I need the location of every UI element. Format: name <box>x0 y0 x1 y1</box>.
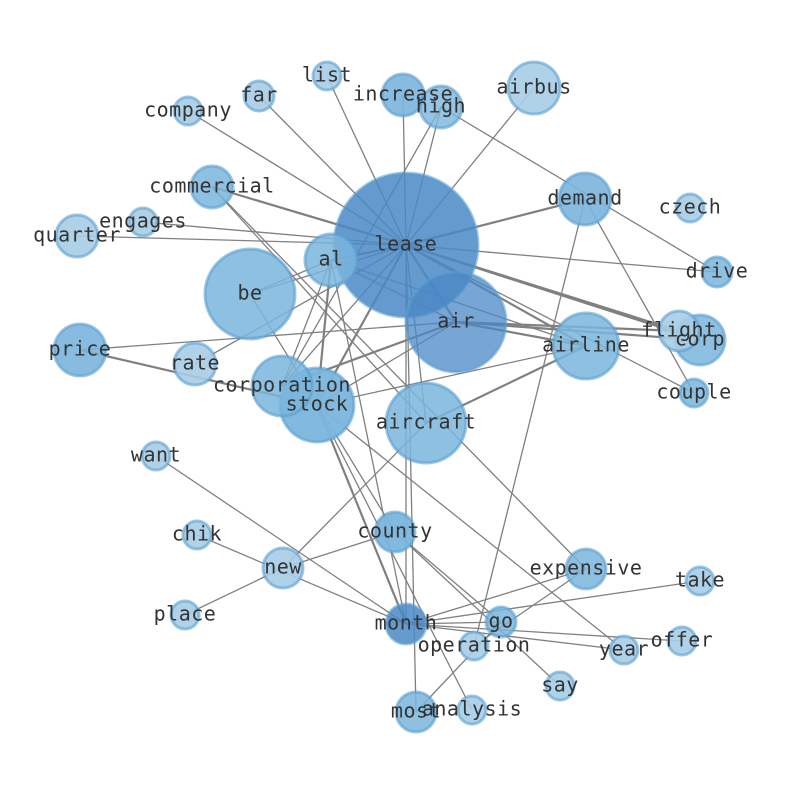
node-most <box>394 690 438 734</box>
node-label-increase: increase <box>353 82 453 106</box>
edge-county-go <box>394 531 502 623</box>
node-label-al: al <box>318 247 343 271</box>
node-engages <box>127 206 159 238</box>
node-label-aircraft: aircraft <box>376 410 476 434</box>
node-high <box>418 84 464 130</box>
node-air <box>404 270 508 374</box>
node-label-price: price <box>49 337 112 361</box>
edge-county-say <box>394 531 561 687</box>
node-chik <box>181 519 213 551</box>
edge-chik-month <box>196 534 407 625</box>
node-label-say: say <box>541 673 579 697</box>
node-label-high: high <box>416 94 466 118</box>
node-flight <box>657 309 701 353</box>
node-label-most: most <box>391 699 441 723</box>
node-label-place: place <box>154 602 217 626</box>
node-say <box>544 670 576 702</box>
node-price <box>52 322 108 378</box>
edge-stock-analysis <box>316 404 473 711</box>
node-couple <box>678 377 710 409</box>
node-offer <box>666 625 698 657</box>
node-commercial <box>189 164 235 210</box>
edge-month-offer <box>405 623 683 642</box>
node-month <box>384 602 428 646</box>
node-airline <box>551 311 621 381</box>
node-label-go: go <box>488 609 513 633</box>
node-go <box>484 605 518 639</box>
edge-month-expensive <box>405 568 587 625</box>
node-label-demand: demand <box>547 186 622 210</box>
node-al <box>303 232 359 288</box>
edge-month-year <box>405 623 625 651</box>
node-label-chik: chik <box>172 522 222 546</box>
node-drive <box>700 255 734 289</box>
node-label-air: air <box>437 309 475 333</box>
edge-demand-couple <box>584 198 695 394</box>
node-label-rate: rate <box>170 351 220 375</box>
node-label-quarter: quarter <box>33 223 121 247</box>
node-new <box>261 546 305 590</box>
node-label-list: list <box>302 63 352 87</box>
edge-commercial-expensive <box>211 186 587 570</box>
node-label-airbus: airbus <box>496 75 571 99</box>
node-far <box>242 79 276 113</box>
node-airbus <box>506 60 562 116</box>
edge-want-month <box>155 455 407 625</box>
node-label-commercial: commercial <box>149 174 274 198</box>
node-place <box>169 599 201 631</box>
node-rate <box>172 341 218 387</box>
node-label-couple: couple <box>656 380 731 404</box>
node-year <box>608 634 640 666</box>
node-corporation <box>250 354 314 418</box>
node-label-corporation: corporation <box>213 373 351 397</box>
edge-commercial-aircraft <box>211 186 427 424</box>
node-be <box>203 247 297 341</box>
node-label-drive: drive <box>686 259 749 283</box>
node-demand <box>557 171 613 227</box>
node-label-offer: offer <box>651 628 714 652</box>
edge-stock-year <box>316 404 625 651</box>
edge-demand-operation <box>473 198 586 647</box>
edge-stock-month <box>315 404 408 625</box>
node-label-expensive: expensive <box>530 556 643 580</box>
node-aircraft <box>384 381 468 465</box>
node-label-flight: flight <box>641 318 716 342</box>
node-quarter <box>54 213 100 259</box>
node-label-lease: lease <box>375 232 438 256</box>
edge-month-take <box>405 580 701 625</box>
node-take <box>684 565 716 597</box>
node-label-take: take <box>675 568 725 592</box>
node-label-czech: czech <box>659 195 722 219</box>
node-label-corp: corp <box>675 327 725 351</box>
node-label-county: county <box>357 519 432 543</box>
node-operation <box>458 630 490 662</box>
node-label-be: be <box>237 281 262 305</box>
node-expensive <box>564 547 608 591</box>
node-label-far: far <box>240 83 278 107</box>
node-label-stock: stock <box>286 392 349 416</box>
node-czech <box>674 192 706 224</box>
node-label-engages: engages <box>99 209 187 233</box>
node-analysis <box>456 694 488 726</box>
node-label-new: new <box>264 555 302 579</box>
edge-airline-stock <box>316 345 587 406</box>
node-list <box>311 60 343 92</box>
node-label-company: company <box>144 98 232 122</box>
node-label-year: year <box>599 637 649 661</box>
node-layer <box>52 60 734 734</box>
node-label-month: month <box>375 611 438 635</box>
node-label-want: want <box>131 443 181 467</box>
node-want <box>140 440 172 472</box>
node-label-analysis: analysis <box>422 697 522 721</box>
node-company <box>172 95 204 127</box>
node-label-airline: airline <box>542 333 630 357</box>
node-county <box>373 510 417 554</box>
label-layer: lease air be aircraft airline stockcorporatio… <box>33 63 748 723</box>
node-label-operation: operation <box>418 633 531 657</box>
